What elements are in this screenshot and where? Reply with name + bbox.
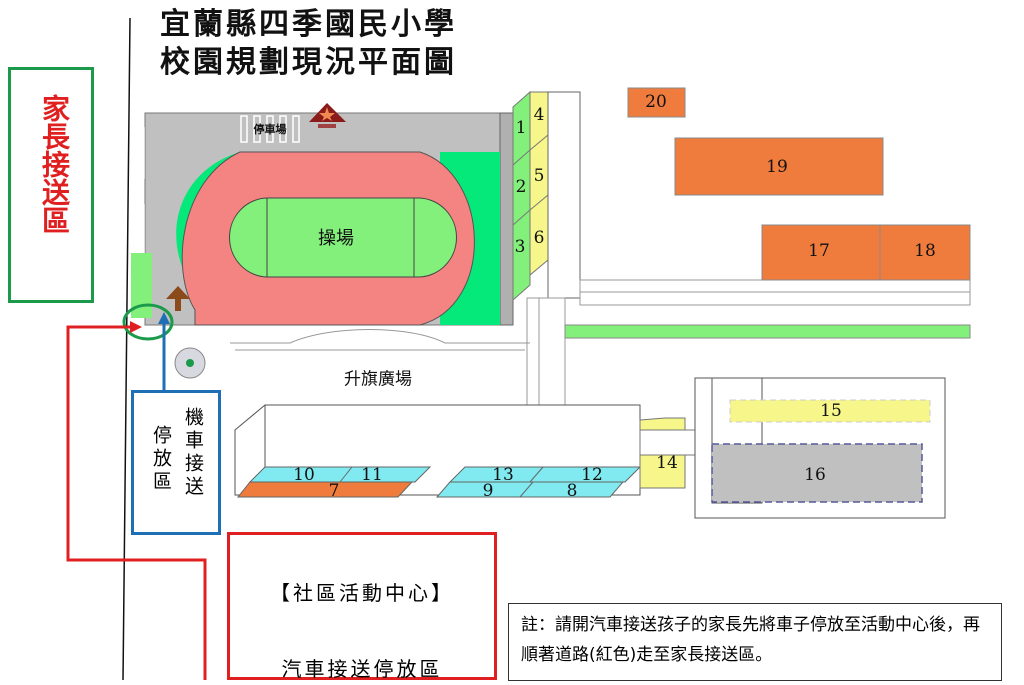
title-line-2: 校園規劃現況平面圖 [160,45,457,80]
flag-plaza-label: 升旗廣場 [344,369,412,390]
motorcycle-zone: 機車接送 停放區 [131,390,221,535]
parent-pickup-zone: 家長接送區 [8,67,94,303]
car-zone-line-2: 汽車接送停放區 [281,657,443,681]
building-15: 15 [820,401,842,421]
building-7: 7 [328,481,340,501]
building-4: 4 [533,105,545,125]
note-box: 註：請開汽車接送孩子的家長先將車子停放至活動中心後，再順著道路(紅色)走至家長接… [508,603,1002,681]
building-6: 6 [533,228,545,248]
map-title: 宜蘭縣四季國民小學 校園規劃現況平面圖 [160,6,457,82]
building-19: 19 [766,157,788,177]
building-18: 18 [914,241,936,261]
pickup-lane [131,253,152,318]
building-8: 8 [566,481,578,501]
playground-label: 操場 [318,228,354,249]
moto-label-2: 停放區 [150,425,172,494]
building-17: 17 [808,241,830,261]
building-5: 5 [533,166,545,186]
moto-label-1: 機車接送 [182,407,204,499]
parking-label: 停車場 [253,123,287,136]
field [229,197,457,278]
building-2: 2 [515,177,527,197]
building-1: 1 [515,118,527,138]
parking-stripes [137,115,300,256]
building-14: 14 [656,453,678,473]
pickup-point-circle [122,303,174,341]
building-20: 20 [645,92,667,112]
moto-arrow-icon [158,312,170,324]
building-12: 12 [581,465,603,485]
route-arrow-icon [130,321,142,333]
car-parking-zone: 【社區活動中心】 汽車接送停放區 [227,532,497,681]
building-13: 13 [492,465,514,485]
brown-arrow-icon [166,286,190,311]
building-16: 16 [804,465,826,485]
building-3: 3 [514,237,526,257]
car-zone-line-1: 【社區活動中心】 [270,581,454,605]
building-11: 11 [361,465,383,485]
title-line-1: 宜蘭縣四季國民小學 [160,7,457,42]
building-9: 9 [482,481,494,501]
building-10: 10 [293,465,315,485]
road-line [122,17,131,681]
parent-pickup-label: 家長接送區 [38,94,71,234]
side-strip [499,112,514,326]
walking-route [66,325,207,680]
